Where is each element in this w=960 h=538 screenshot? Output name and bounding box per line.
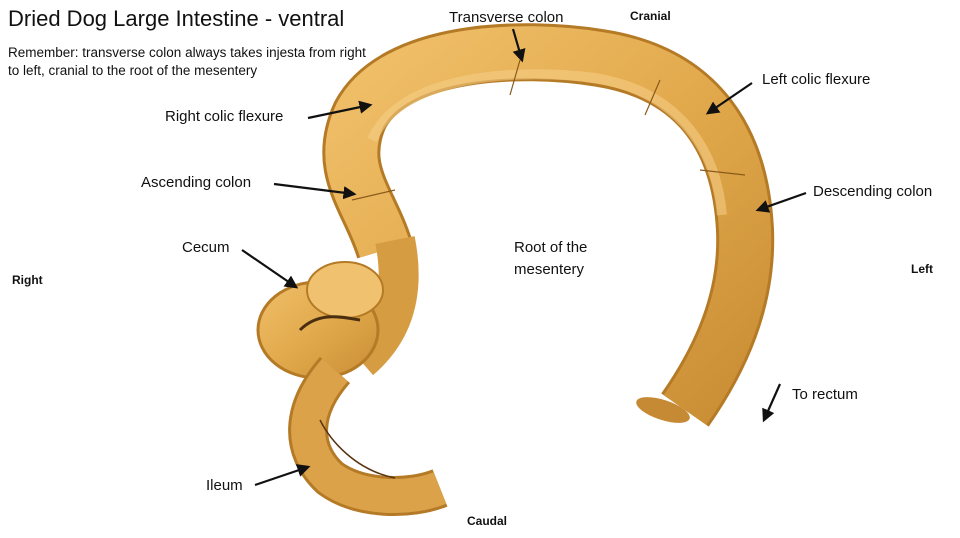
- label-root-mesentery-2: mesentery: [514, 261, 585, 278]
- colon-crease: [644, 79, 661, 116]
- arrow-ascending-colon: [273, 182, 357, 200]
- direction-caudal: Caudal: [467, 514, 508, 528]
- arrow-descending-colon: [755, 191, 807, 213]
- label-left-colic-flexure: Left colic flexure: [762, 71, 871, 88]
- ileum-tube-fill: [291, 358, 447, 513]
- label-descending-colon: Descending colon: [813, 183, 933, 200]
- label-to-rectum: To rectum: [792, 386, 858, 403]
- arrow-to-rectum: [762, 383, 782, 423]
- colon-crease: [351, 189, 396, 201]
- arrow-right-colic-flexure: [307, 100, 373, 120]
- label-cecum: Cecum: [182, 239, 230, 256]
- direction-cranial: Cranial: [630, 9, 671, 23]
- reminder-note: Remember: transverse colon always takes …: [8, 45, 366, 78]
- label-right-colic-flexure: Right colic flexure: [165, 108, 284, 125]
- ileum-vessels: [319, 419, 396, 479]
- label-root-mesentery-1: Root of the: [514, 239, 588, 256]
- colon-crease: [509, 59, 521, 96]
- descending-colon-end: [636, 397, 690, 423]
- arrow-left-colic-flexure: [705, 82, 753, 115]
- label-ascending-colon: Ascending colon: [141, 174, 252, 191]
- direction-left: Left: [911, 262, 933, 276]
- page-title: Dried Dog Large Intestine - ventral: [8, 6, 345, 31]
- arrow-cecum: [241, 249, 299, 289]
- label-transverse-colon: Transverse colon: [449, 9, 564, 26]
- label-ileum: Ileum: [206, 477, 243, 494]
- colon-highlight: [367, 69, 727, 216]
- colon-crease: [699, 169, 746, 176]
- colon-arch-fill: [325, 26, 772, 425]
- arrow-transverse-colon: [511, 28, 526, 63]
- cecum-fold: [298, 315, 361, 332]
- direction-right: Right: [12, 273, 43, 287]
- arrow-ileum: [254, 464, 311, 487]
